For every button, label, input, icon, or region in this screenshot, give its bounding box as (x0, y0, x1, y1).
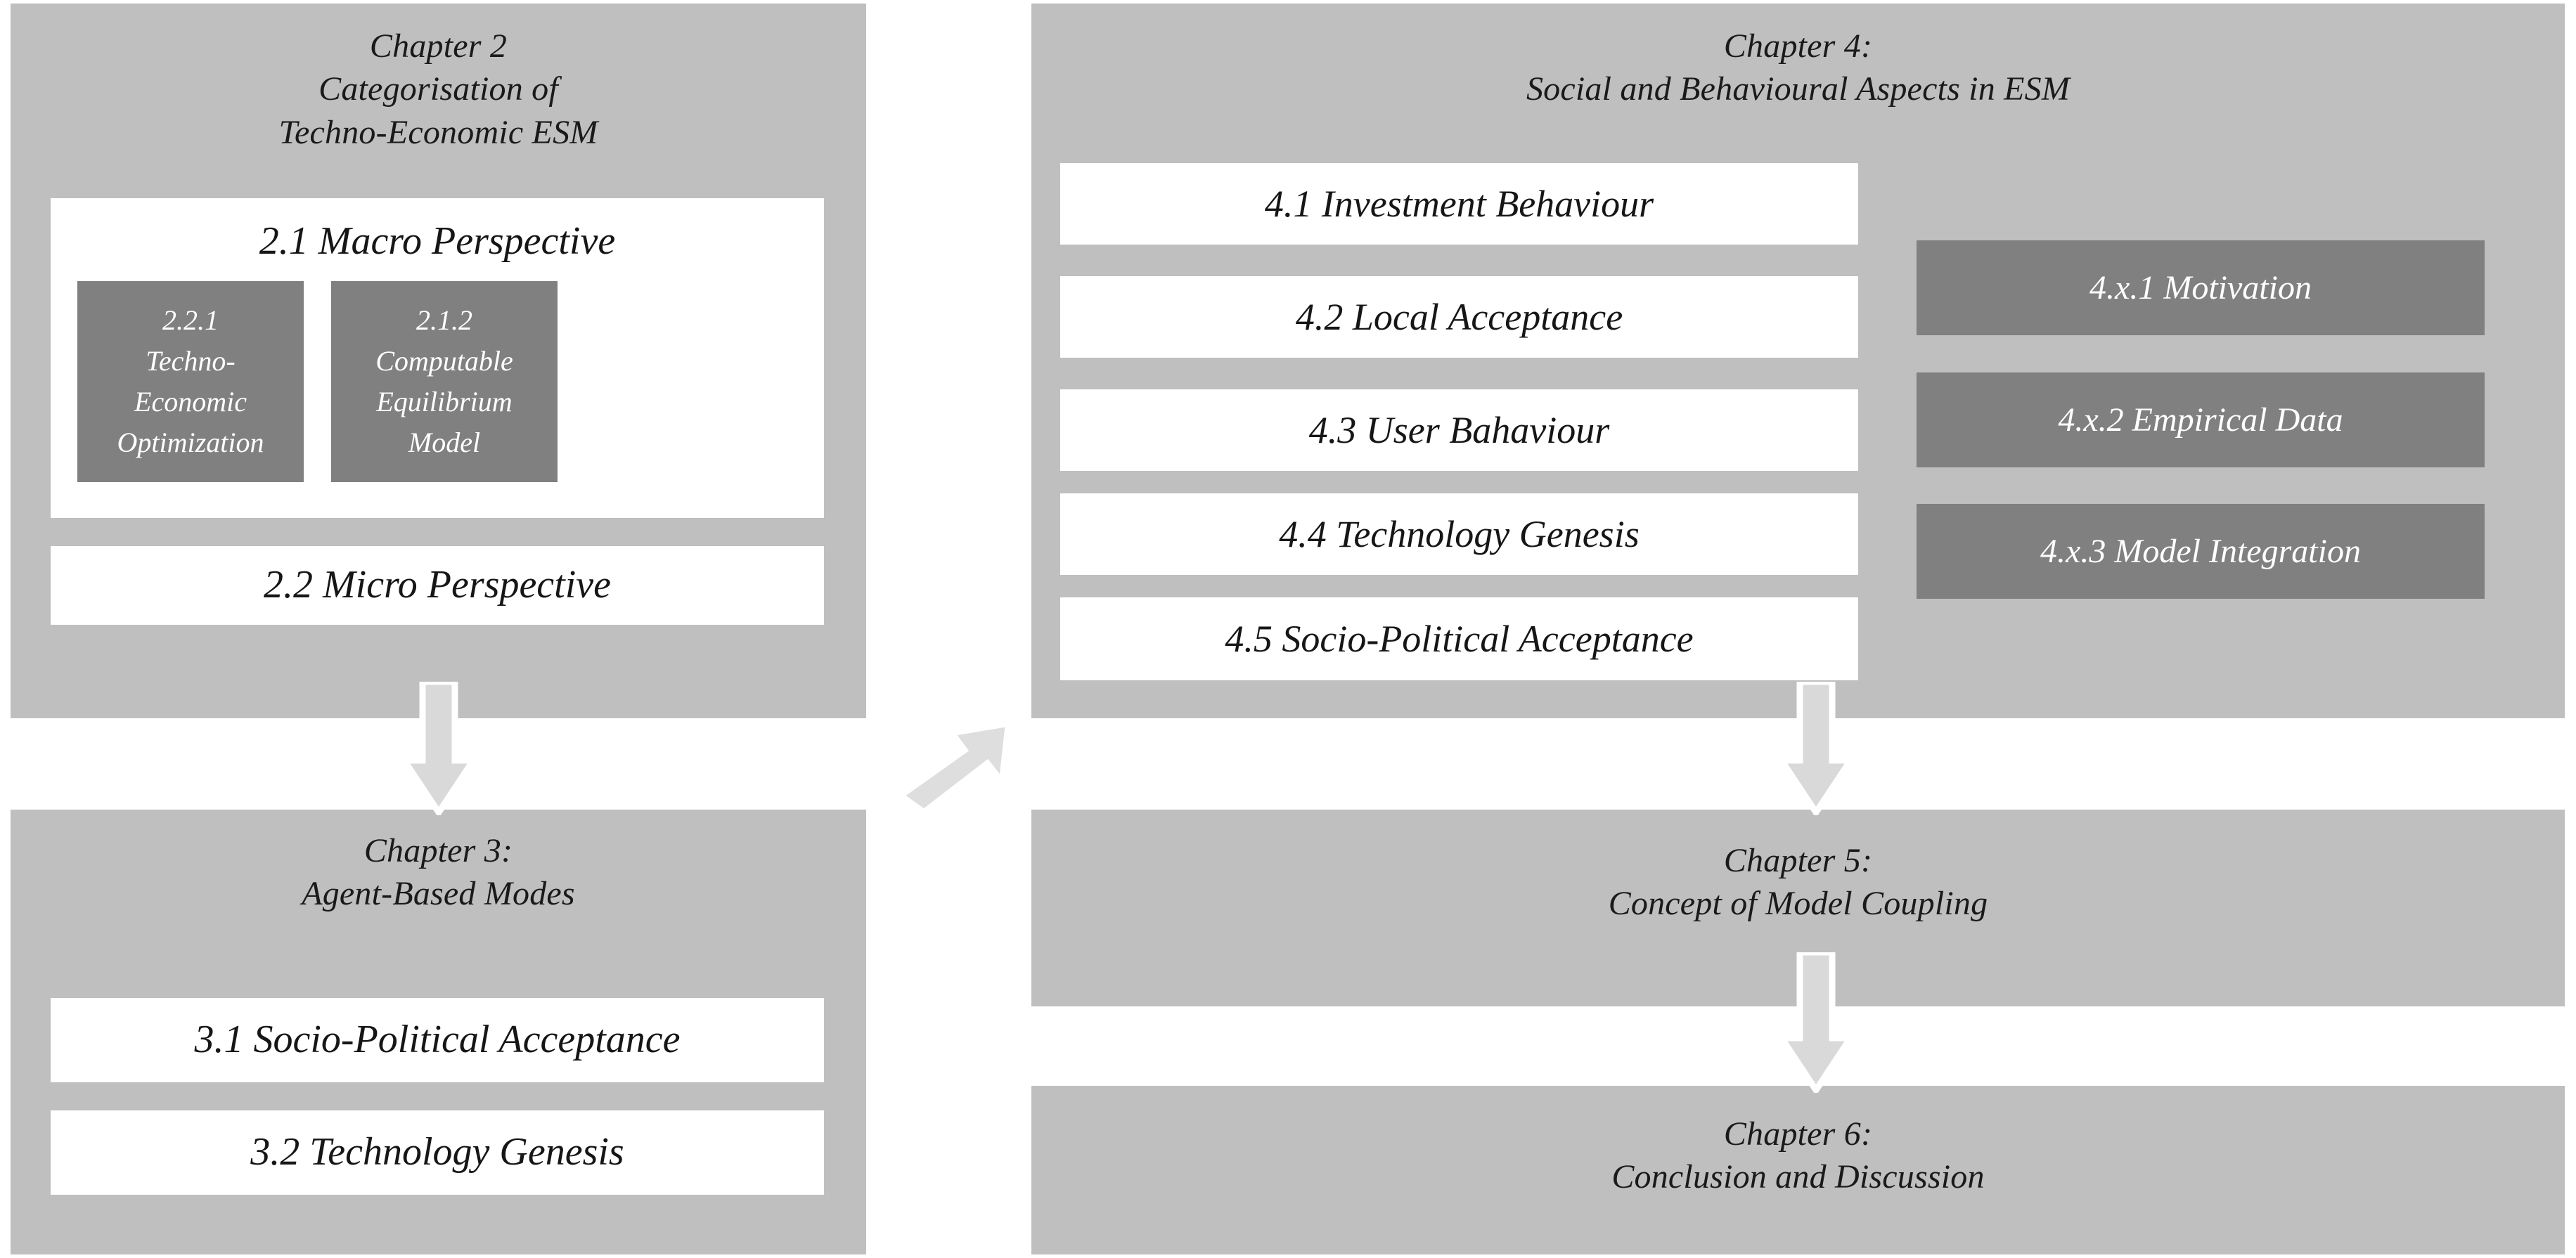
chapter4-item-44: 4.4 Technology Genesis (1060, 493, 1858, 575)
chapter4-item-42: 4.2 Local Acceptance (1060, 276, 1858, 358)
chapter6-panel: Chapter 6: Conclusion and Discussion (1031, 1086, 2565, 1254)
chapter4-panel: Chapter 4: Social and Behavioural Aspect… (1031, 4, 2565, 718)
chapter3-item-32: 3.2 Technology Genesis (51, 1110, 824, 1195)
chapter3-heading: Chapter 3: Agent-Based Modes (302, 832, 575, 913)
chapter4-item-45: 4.5 Socio-Political Acceptance (1060, 597, 1858, 680)
chapter6-heading: Chapter 6: Conclusion and Discussion (1611, 1115, 1985, 1196)
chapter2-panel: Chapter 2 Categorisation of Techno-Econo… (11, 4, 866, 718)
chapter2-heading: Chapter 2 Categorisation of Techno-Econo… (278, 27, 598, 151)
micro-perspective-box: 2.2 Micro Perspective (51, 546, 824, 625)
arrow-ch5-to-ch6 (1777, 952, 1855, 1093)
chapter3-panel: Chapter 3: Agent-Based Modes 3.1 Socio-P… (11, 810, 866, 1254)
macro-perspective-box: 2.1 Macro Perspective 2.2.1 Techno- Econ… (51, 198, 824, 518)
macro-sub-box-212: 2.1.2 Computable Equilibrium Model (331, 281, 558, 482)
arrow-ch2-to-ch3 (399, 682, 478, 815)
chapter4-side-item-4x3: 4.x.3 Model Integration (1917, 504, 2485, 599)
macro-sub-box-221: 2.2.1 Techno- Economic Optimization (77, 281, 304, 482)
chapter4-side-item-4x1: 4.x.1 Motivation (1917, 240, 2485, 335)
arrow-ch4-to-ch5 (1777, 682, 1855, 815)
chapter5-heading: Chapter 5: Concept of Model Coupling (1608, 842, 1988, 923)
chapter3-item-31: 3.1 Socio-Political Acceptance (51, 998, 824, 1082)
chapter4-heading: Chapter 4: Social and Behavioural Aspect… (1526, 27, 2071, 108)
chapter4-item-43: 4.3 User Bahaviour (1060, 389, 1858, 471)
chapter4-side-item-4x2: 4.x.2 Empirical Data (1917, 372, 2485, 467)
macro-perspective-label: 2.1 Macro Perspective (259, 219, 616, 263)
chapter4-item-41: 4.1 Investment Behaviour (1060, 163, 1858, 245)
arrow-ch3-to-ch4 (890, 710, 1024, 822)
